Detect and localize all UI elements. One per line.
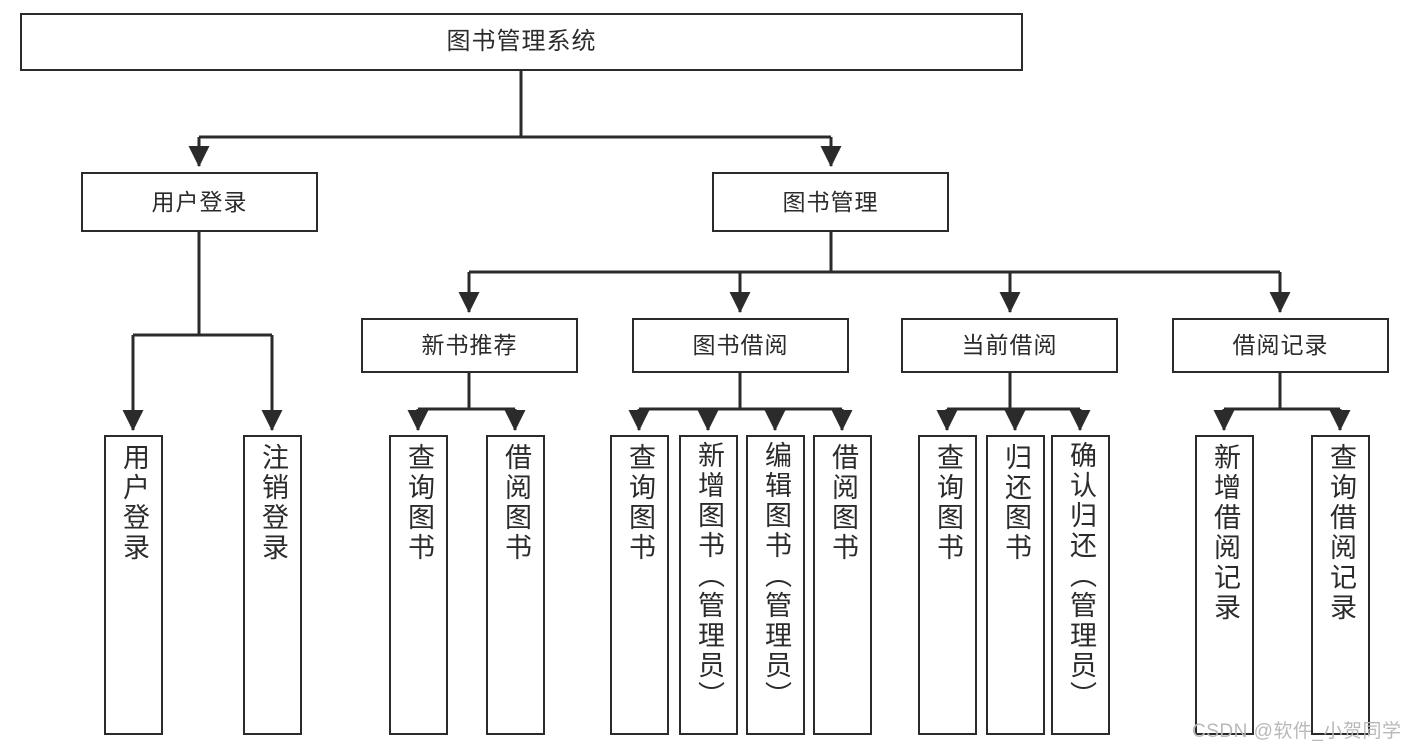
- leaf-edit-book[interactable]: 编辑图书（管理员）: [746, 435, 805, 735]
- node-new-book-recommend[interactable]: 新书推荐: [361, 318, 578, 373]
- node-label: 查询图书: [404, 443, 434, 563]
- leaf-return-book[interactable]: 归还图书: [986, 435, 1045, 735]
- leaf-add-book[interactable]: 新增图书（管理员）: [679, 435, 738, 735]
- node-label: 查询借阅记录: [1326, 443, 1356, 623]
- leaf-query-book-borrow[interactable]: 查询图书: [610, 435, 669, 735]
- node-book-manage[interactable]: 图书管理: [712, 172, 949, 232]
- leaf-query-borrow-record[interactable]: 查询借阅记录: [1311, 435, 1370, 735]
- node-root-system[interactable]: 图书管理系统: [20, 13, 1023, 71]
- node-label: 借阅记录: [1232, 332, 1329, 359]
- leaf-add-borrow-record[interactable]: 新增借阅记录: [1195, 435, 1254, 735]
- node-user-login[interactable]: 用户登录: [81, 172, 318, 232]
- node-label: 当前借阅: [961, 332, 1058, 359]
- leaf-confirm-return[interactable]: 确认归还（管理员）: [1051, 435, 1110, 735]
- node-label: 查询图书: [625, 443, 655, 563]
- leaf-logout-login[interactable]: 注销登录: [243, 435, 302, 735]
- node-borrow-record[interactable]: 借阅记录: [1172, 318, 1389, 373]
- node-book-borrow[interactable]: 图书借阅: [632, 318, 849, 373]
- node-label: 借阅图书: [828, 443, 858, 563]
- node-label: 新书推荐: [421, 332, 518, 359]
- node-label: 借阅图书: [501, 443, 531, 563]
- node-label: 用户登录: [119, 443, 149, 563]
- leaf-query-book-current[interactable]: 查询图书: [918, 435, 977, 735]
- node-label: 图书管理系统: [446, 28, 597, 56]
- node-label: 确认归还（管理员）: [1066, 441, 1096, 711]
- node-label: 图书借阅: [692, 332, 789, 359]
- csdn-watermark: CSDN @软件_小贺同学: [1192, 721, 1402, 742]
- node-current-borrow[interactable]: 当前借阅: [901, 318, 1118, 373]
- node-label: 新增图书（管理员）: [694, 441, 724, 711]
- leaf-query-book-recommend[interactable]: 查询图书: [389, 435, 448, 735]
- node-label: 图书管理: [782, 188, 879, 215]
- leaf-user-login[interactable]: 用户登录: [104, 435, 163, 735]
- leaf-borrow-book[interactable]: 借阅图书: [813, 435, 872, 735]
- node-label: 归还图书: [1001, 443, 1031, 563]
- node-label: 用户登录: [151, 188, 248, 215]
- node-label: 编辑图书（管理员）: [761, 441, 791, 711]
- node-label: 注销登录: [258, 443, 288, 563]
- node-label: 新增借阅记录: [1210, 443, 1240, 623]
- node-label: 查询图书: [933, 443, 963, 563]
- leaf-borrow-book-recommend[interactable]: 借阅图书: [486, 435, 545, 735]
